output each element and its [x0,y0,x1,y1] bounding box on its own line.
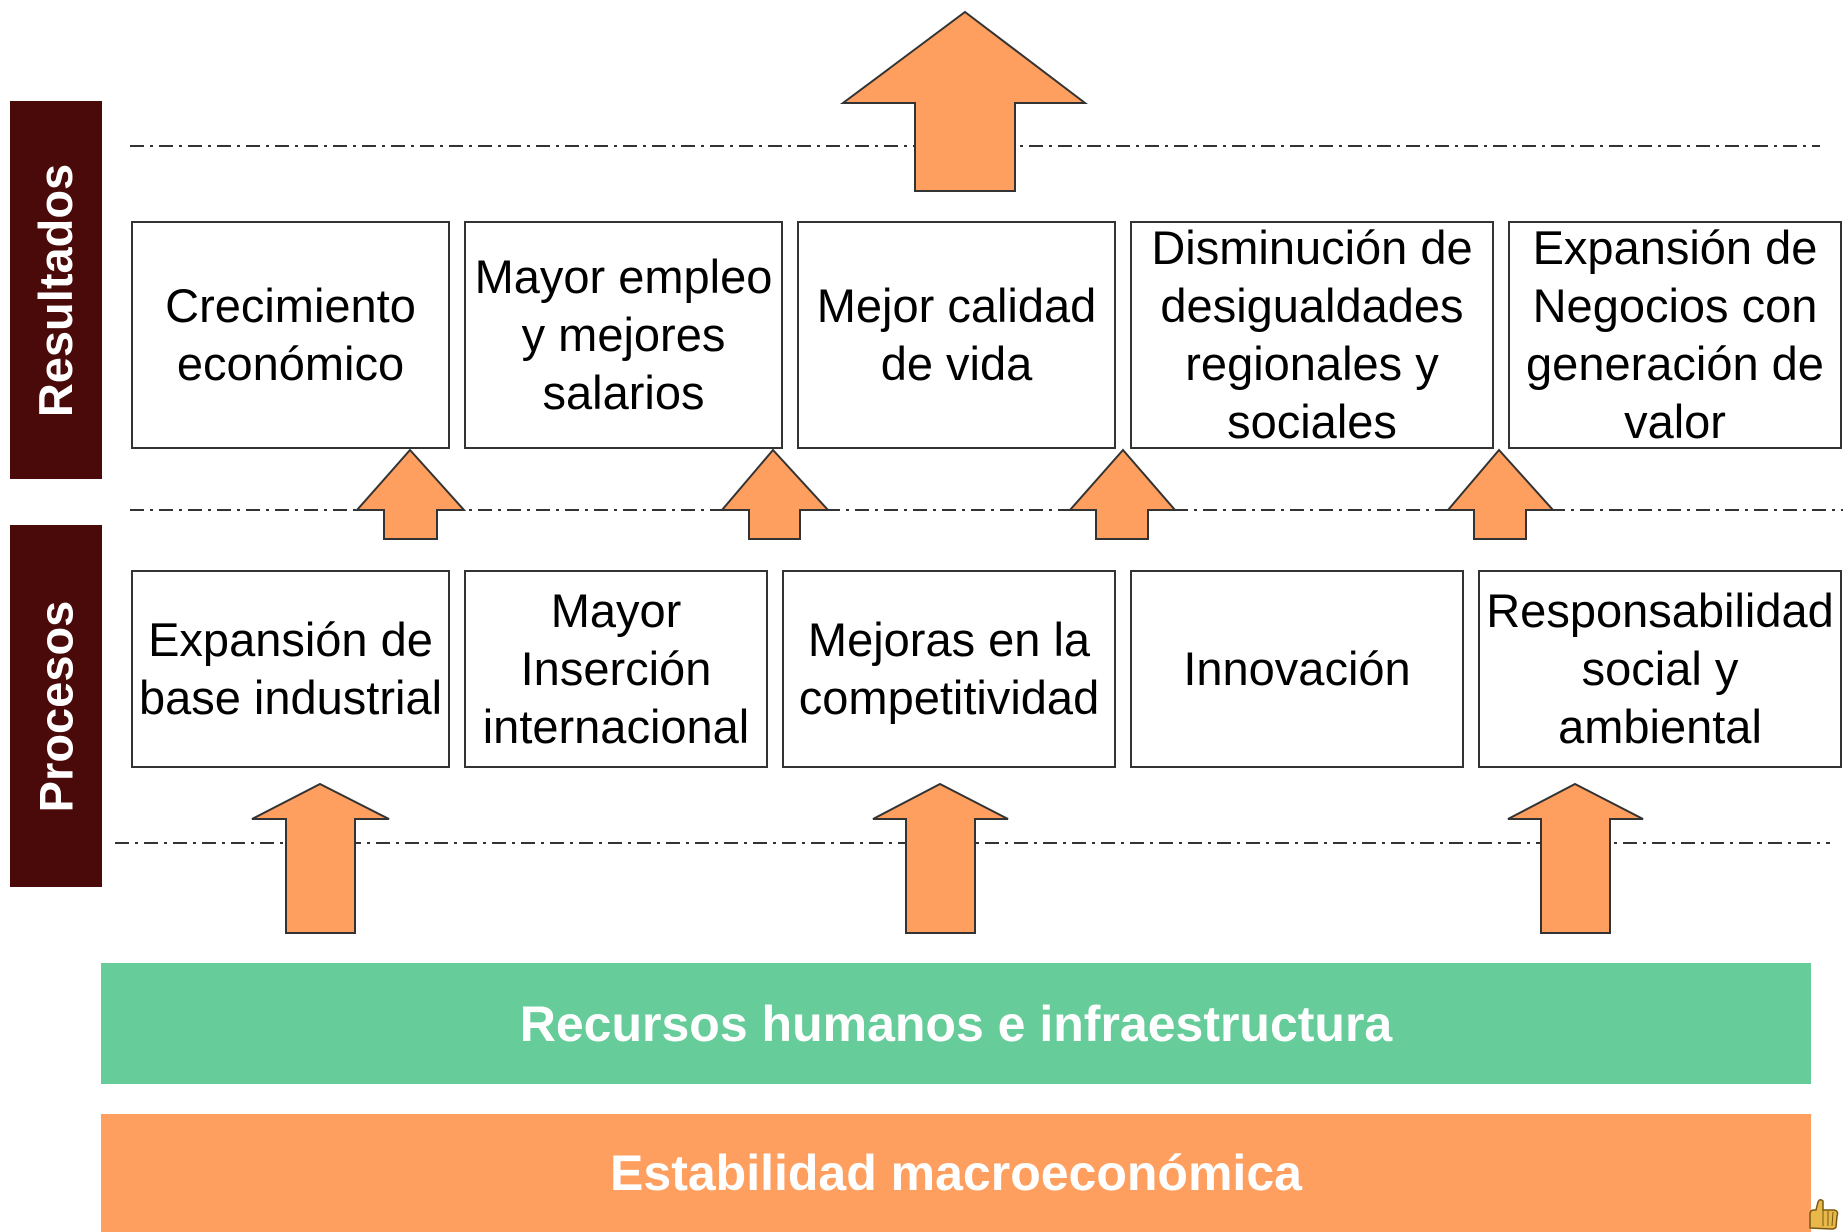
process-arrow-2 [872,782,1009,934]
results-side-label: Resultados [10,101,102,479]
result-arrow-1 [354,448,467,540]
stability-band-text: Estabilidad macroeconómica [610,1145,1302,1201]
results-side-label-text: Resultados [29,163,83,417]
process-box-innovation: Innovación [1130,570,1464,768]
process-box-social-responsibility: Responsabilidad social y ambiental [1478,570,1842,768]
process-box-international-insertion: Mayor Inserción internacional [464,570,768,768]
resources-band-text: Recursos humanos e infraestructura [519,995,1393,1052]
hand-pointer-icon[interactable] [1806,1198,1842,1230]
process-box-industrial-base: Expansión de base industrial [131,570,450,768]
process-arrow-1 [251,782,390,934]
processes-side-label-text: Procesos [29,600,83,812]
result-arrow-4 [1445,448,1556,540]
resources-band: Recursos humanos e infraestructura [101,963,1811,1084]
process-box-competitiveness: Mejoras en la competitividad [782,570,1116,768]
result-box-economic-growth: Crecimiento económico [131,221,450,449]
result-box-quality-of-life: Mejor calidad de vida [797,221,1116,449]
result-box-inequality-reduction: Disminución de desigualdades regionales … [1130,221,1494,449]
result-arrow-3 [1067,448,1178,540]
process-arrow-3 [1507,782,1644,934]
top-arrow [839,10,1088,192]
result-box-employment-salaries: Mayor empleo y mejores salarios [464,221,783,449]
result-arrow-2 [719,448,831,540]
arrows [251,10,1644,934]
processes-side-label: Procesos [10,525,102,887]
result-box-business-expansion: Expansión de Negocios con generación de … [1508,221,1842,449]
stability-band: Estabilidad macroeconómica [101,1114,1811,1232]
